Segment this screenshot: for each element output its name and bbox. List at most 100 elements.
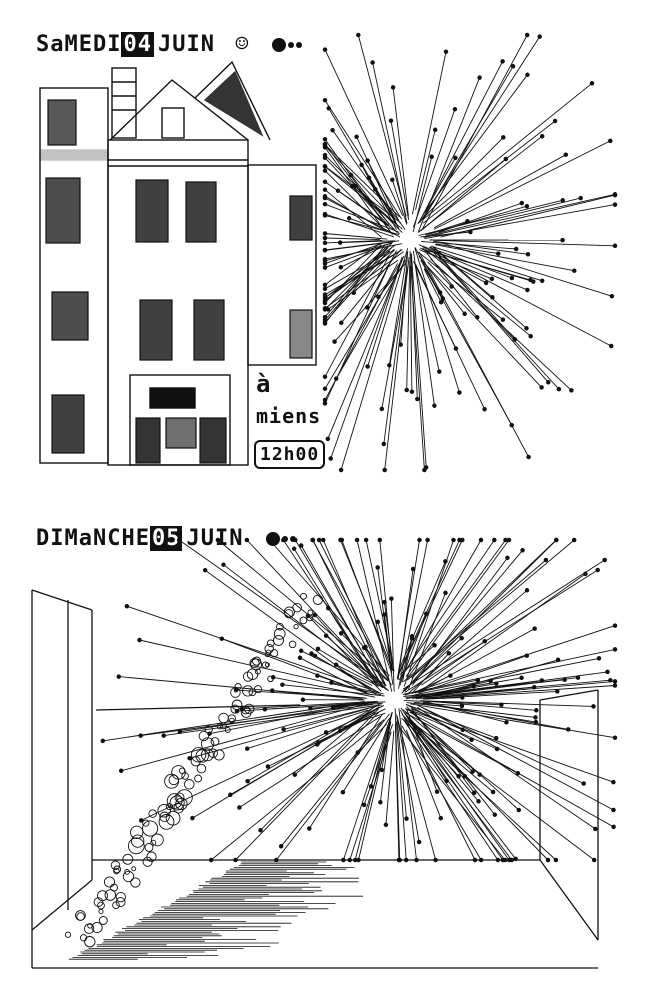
ray-line xyxy=(388,251,408,366)
bubble xyxy=(261,661,270,669)
ray-line xyxy=(324,170,388,233)
ray-line xyxy=(324,139,391,233)
ray-line xyxy=(403,711,447,782)
ray-dot xyxy=(506,857,512,863)
bubble xyxy=(115,897,126,908)
ray-dot xyxy=(460,537,465,543)
ray-dot xyxy=(493,735,499,741)
ray-line xyxy=(419,36,541,223)
ray-line xyxy=(423,193,616,238)
ray-line xyxy=(384,256,410,471)
ray-line xyxy=(300,545,384,689)
ray-dot xyxy=(278,844,284,849)
ray-line xyxy=(434,154,567,229)
ray-dot xyxy=(244,537,250,543)
ray-dot xyxy=(322,145,328,150)
ray-dot xyxy=(215,537,221,543)
ray-line xyxy=(293,548,379,688)
ray-line xyxy=(324,147,384,229)
bubble xyxy=(249,658,260,669)
ray-line xyxy=(381,265,409,409)
ray-line xyxy=(324,255,390,378)
ray-dot xyxy=(444,778,449,784)
ray-line xyxy=(428,205,528,235)
ray-dot xyxy=(611,807,616,813)
ray-dot xyxy=(456,773,461,779)
ray-line xyxy=(406,539,575,681)
ray-dot xyxy=(354,134,359,140)
ray-line xyxy=(433,140,611,230)
ray-line xyxy=(404,717,504,861)
ray-line xyxy=(310,702,376,709)
ray-dot xyxy=(539,278,545,284)
ray-dot xyxy=(161,733,166,738)
ray-dot xyxy=(370,60,375,65)
ray-dot xyxy=(208,857,214,863)
ray-dot xyxy=(234,708,240,714)
ray-line xyxy=(312,539,386,687)
ray-dot xyxy=(322,265,328,270)
ray-dot xyxy=(281,537,286,543)
small-dot-icon xyxy=(287,42,294,48)
ray-line xyxy=(324,203,399,233)
ray-line xyxy=(350,174,390,225)
ray-line xyxy=(412,710,496,815)
bubble xyxy=(292,602,302,613)
ray-line xyxy=(377,621,394,671)
ray-line xyxy=(398,561,446,670)
bubble xyxy=(97,901,105,910)
ray-dot xyxy=(333,376,339,381)
bubble xyxy=(103,876,116,888)
ray-dot xyxy=(495,857,501,863)
ray-dot xyxy=(571,537,577,543)
bubble xyxy=(273,634,284,646)
ray-dot xyxy=(244,746,250,751)
ray-dot xyxy=(322,321,328,326)
ray-dot xyxy=(525,72,530,78)
ray-line xyxy=(420,158,507,232)
ray-dot xyxy=(414,857,419,863)
ray-line xyxy=(410,253,418,400)
ray-line xyxy=(340,539,394,671)
ray-dot xyxy=(404,816,409,821)
ray-dot xyxy=(612,683,618,688)
ray-line xyxy=(406,702,536,718)
bubble xyxy=(184,779,195,790)
ray-dot xyxy=(524,653,530,658)
ray-dot xyxy=(449,284,454,289)
ray-line xyxy=(210,719,385,861)
ray-dot xyxy=(332,339,337,344)
bubble xyxy=(130,825,144,839)
ray-line xyxy=(324,240,383,244)
ray-line xyxy=(412,250,435,406)
bubble xyxy=(252,656,262,666)
ray-line xyxy=(398,539,495,680)
ray-dot xyxy=(348,172,354,178)
ray-dot xyxy=(308,706,313,711)
ray-dot xyxy=(612,623,618,628)
ray-line xyxy=(425,701,507,723)
ray-line xyxy=(403,699,502,706)
ray-line xyxy=(435,243,499,255)
ray-line xyxy=(340,632,389,681)
ray-dot xyxy=(516,807,522,813)
ray-dot xyxy=(310,537,316,543)
ray-line xyxy=(322,539,387,687)
ray-line xyxy=(273,676,376,698)
ray-dot xyxy=(322,194,328,199)
ray-dot xyxy=(322,211,328,217)
window-group-left xyxy=(45,99,89,454)
ray-dot xyxy=(341,857,346,863)
ray-line xyxy=(324,237,380,241)
ray-line xyxy=(406,539,510,679)
ray-line xyxy=(411,539,557,679)
time-badge: 12h00 xyxy=(254,440,326,469)
ray-dot xyxy=(478,857,484,863)
ray-dot xyxy=(100,738,106,744)
ray-dot xyxy=(524,326,529,331)
ray-dot xyxy=(608,138,613,144)
bubble xyxy=(168,774,180,786)
ray-dot xyxy=(569,388,574,393)
ray-dot xyxy=(552,118,558,124)
sunday-label: DIMaNCHE xyxy=(36,526,150,551)
